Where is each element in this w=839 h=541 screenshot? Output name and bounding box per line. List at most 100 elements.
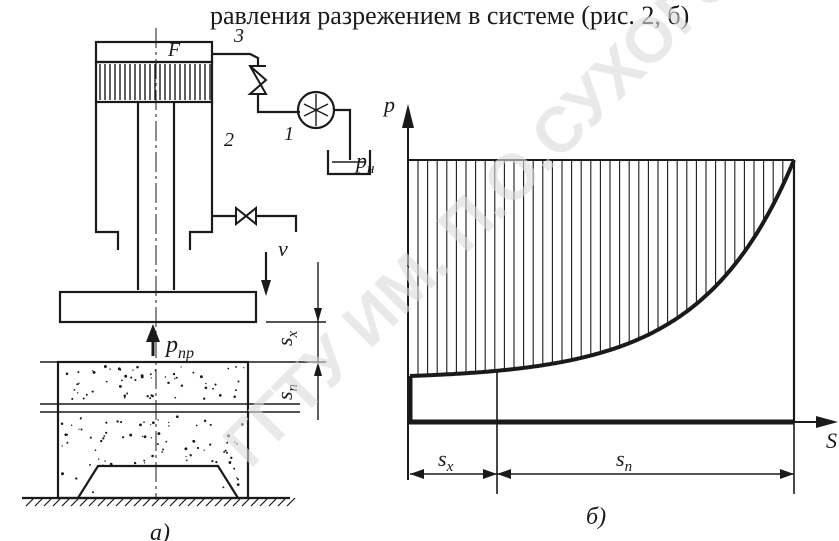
ground-hatch-line [259, 497, 269, 507]
ground-hatch-line [178, 497, 188, 507]
sand-grain [235, 365, 238, 368]
velocity-arrowhead [261, 280, 271, 296]
label-p-n: pн [354, 148, 374, 177]
pressure-curve [409, 159, 796, 378]
ground-hatch-line [88, 497, 98, 507]
ground-hatch-line [205, 497, 215, 507]
sand-grain [174, 378, 176, 380]
sand-grain [98, 458, 100, 460]
sand-grain [157, 419, 159, 421]
sand-grain [71, 397, 74, 400]
sand-grain [227, 434, 230, 438]
sand-grain [76, 392, 79, 394]
sand-grain [161, 451, 164, 453]
sand-grain [105, 421, 108, 424]
sand-grain [82, 397, 85, 400]
ground-hatch-line [214, 497, 224, 507]
ground-hatch-line [196, 497, 206, 507]
sand-grain [92, 370, 96, 374]
ground-hatch-line [241, 497, 251, 507]
sand-grain [233, 441, 236, 443]
sand-grain [123, 394, 127, 397]
sand-grain [149, 373, 152, 376]
sand-grain [167, 421, 170, 424]
sand-grain [230, 456, 233, 459]
sand-grain [152, 421, 155, 425]
piston-hatch [94, 60, 214, 104]
sand-grain [139, 423, 142, 427]
ground-hatch-line [268, 497, 278, 507]
sand-grain [192, 371, 195, 374]
ground-hatch-line [286, 497, 296, 507]
sand-grain [196, 446, 200, 450]
sand-grain [237, 380, 240, 383]
sand-grain [134, 378, 137, 382]
lower-outlet [256, 214, 298, 232]
sand-grain [172, 372, 176, 376]
sand-grain [175, 376, 178, 379]
dimension-ticks [266, 321, 326, 363]
label-3: 3 [233, 25, 244, 47]
sand-grain [175, 415, 179, 419]
sand-grain [126, 392, 129, 395]
sand-grain [129, 433, 133, 437]
pattern-shape [77, 464, 239, 499]
sand-grain [94, 449, 97, 452]
sand-grain [80, 428, 83, 431]
sand-grain [225, 451, 229, 454]
label-s-x: sx [272, 330, 301, 346]
sand-grain [124, 374, 128, 378]
press-plate [58, 290, 258, 324]
figure-a: F 3 2 1 v pпр sx sп а) [22, 25, 372, 541]
ground-hatch-line [115, 497, 125, 507]
dimension-arrowheads [410, 469, 794, 479]
sand-grain [143, 459, 146, 462]
caption-b: б) [586, 504, 606, 530]
ground-hatch-line [232, 497, 242, 507]
force-arrowhead [146, 324, 160, 342]
p-axis-arrow [402, 104, 414, 128]
sand-grain [65, 372, 69, 376]
sand-grain [203, 397, 206, 400]
sand-grain [189, 454, 192, 457]
sand-grain [116, 420, 119, 423]
sand-grain [132, 369, 134, 371]
ground-hatch-line [223, 497, 233, 507]
sand-grain [215, 460, 218, 464]
sand-grain [185, 459, 188, 462]
piston-rod [136, 102, 176, 290]
sand-grain [203, 419, 207, 423]
reservoir [326, 150, 372, 176]
sand-grain [123, 396, 126, 399]
sand-grain [236, 443, 238, 445]
sand-grain [236, 483, 240, 486]
sand-grain [164, 376, 167, 378]
ground-hatch-line [43, 497, 53, 507]
label-sx: sx [438, 446, 454, 475]
sand-grain [70, 424, 73, 426]
sand-grain [105, 431, 108, 434]
sand-grain [195, 424, 198, 427]
sand-grain [211, 460, 214, 463]
sand-grain [167, 381, 170, 385]
ground-hatch-line [124, 497, 134, 507]
sand-grain [78, 428, 80, 430]
sand-grain [214, 383, 217, 386]
sand-grain [85, 393, 88, 396]
ground-hatch-line [52, 497, 62, 507]
sand-grain [91, 390, 94, 393]
sand-grain [102, 437, 105, 440]
label-v: v [278, 236, 288, 261]
sand-grain [199, 375, 203, 379]
sand-grain [184, 447, 188, 451]
ground-hatch-line [61, 497, 71, 507]
ground-hatch-line [169, 497, 179, 507]
mould-parting [40, 403, 300, 413]
label-sp: sп [616, 446, 632, 475]
ground-hatch-line [34, 497, 44, 507]
sand-grain [192, 439, 196, 443]
sand-grain [226, 441, 229, 444]
sand-grain [233, 467, 236, 470]
